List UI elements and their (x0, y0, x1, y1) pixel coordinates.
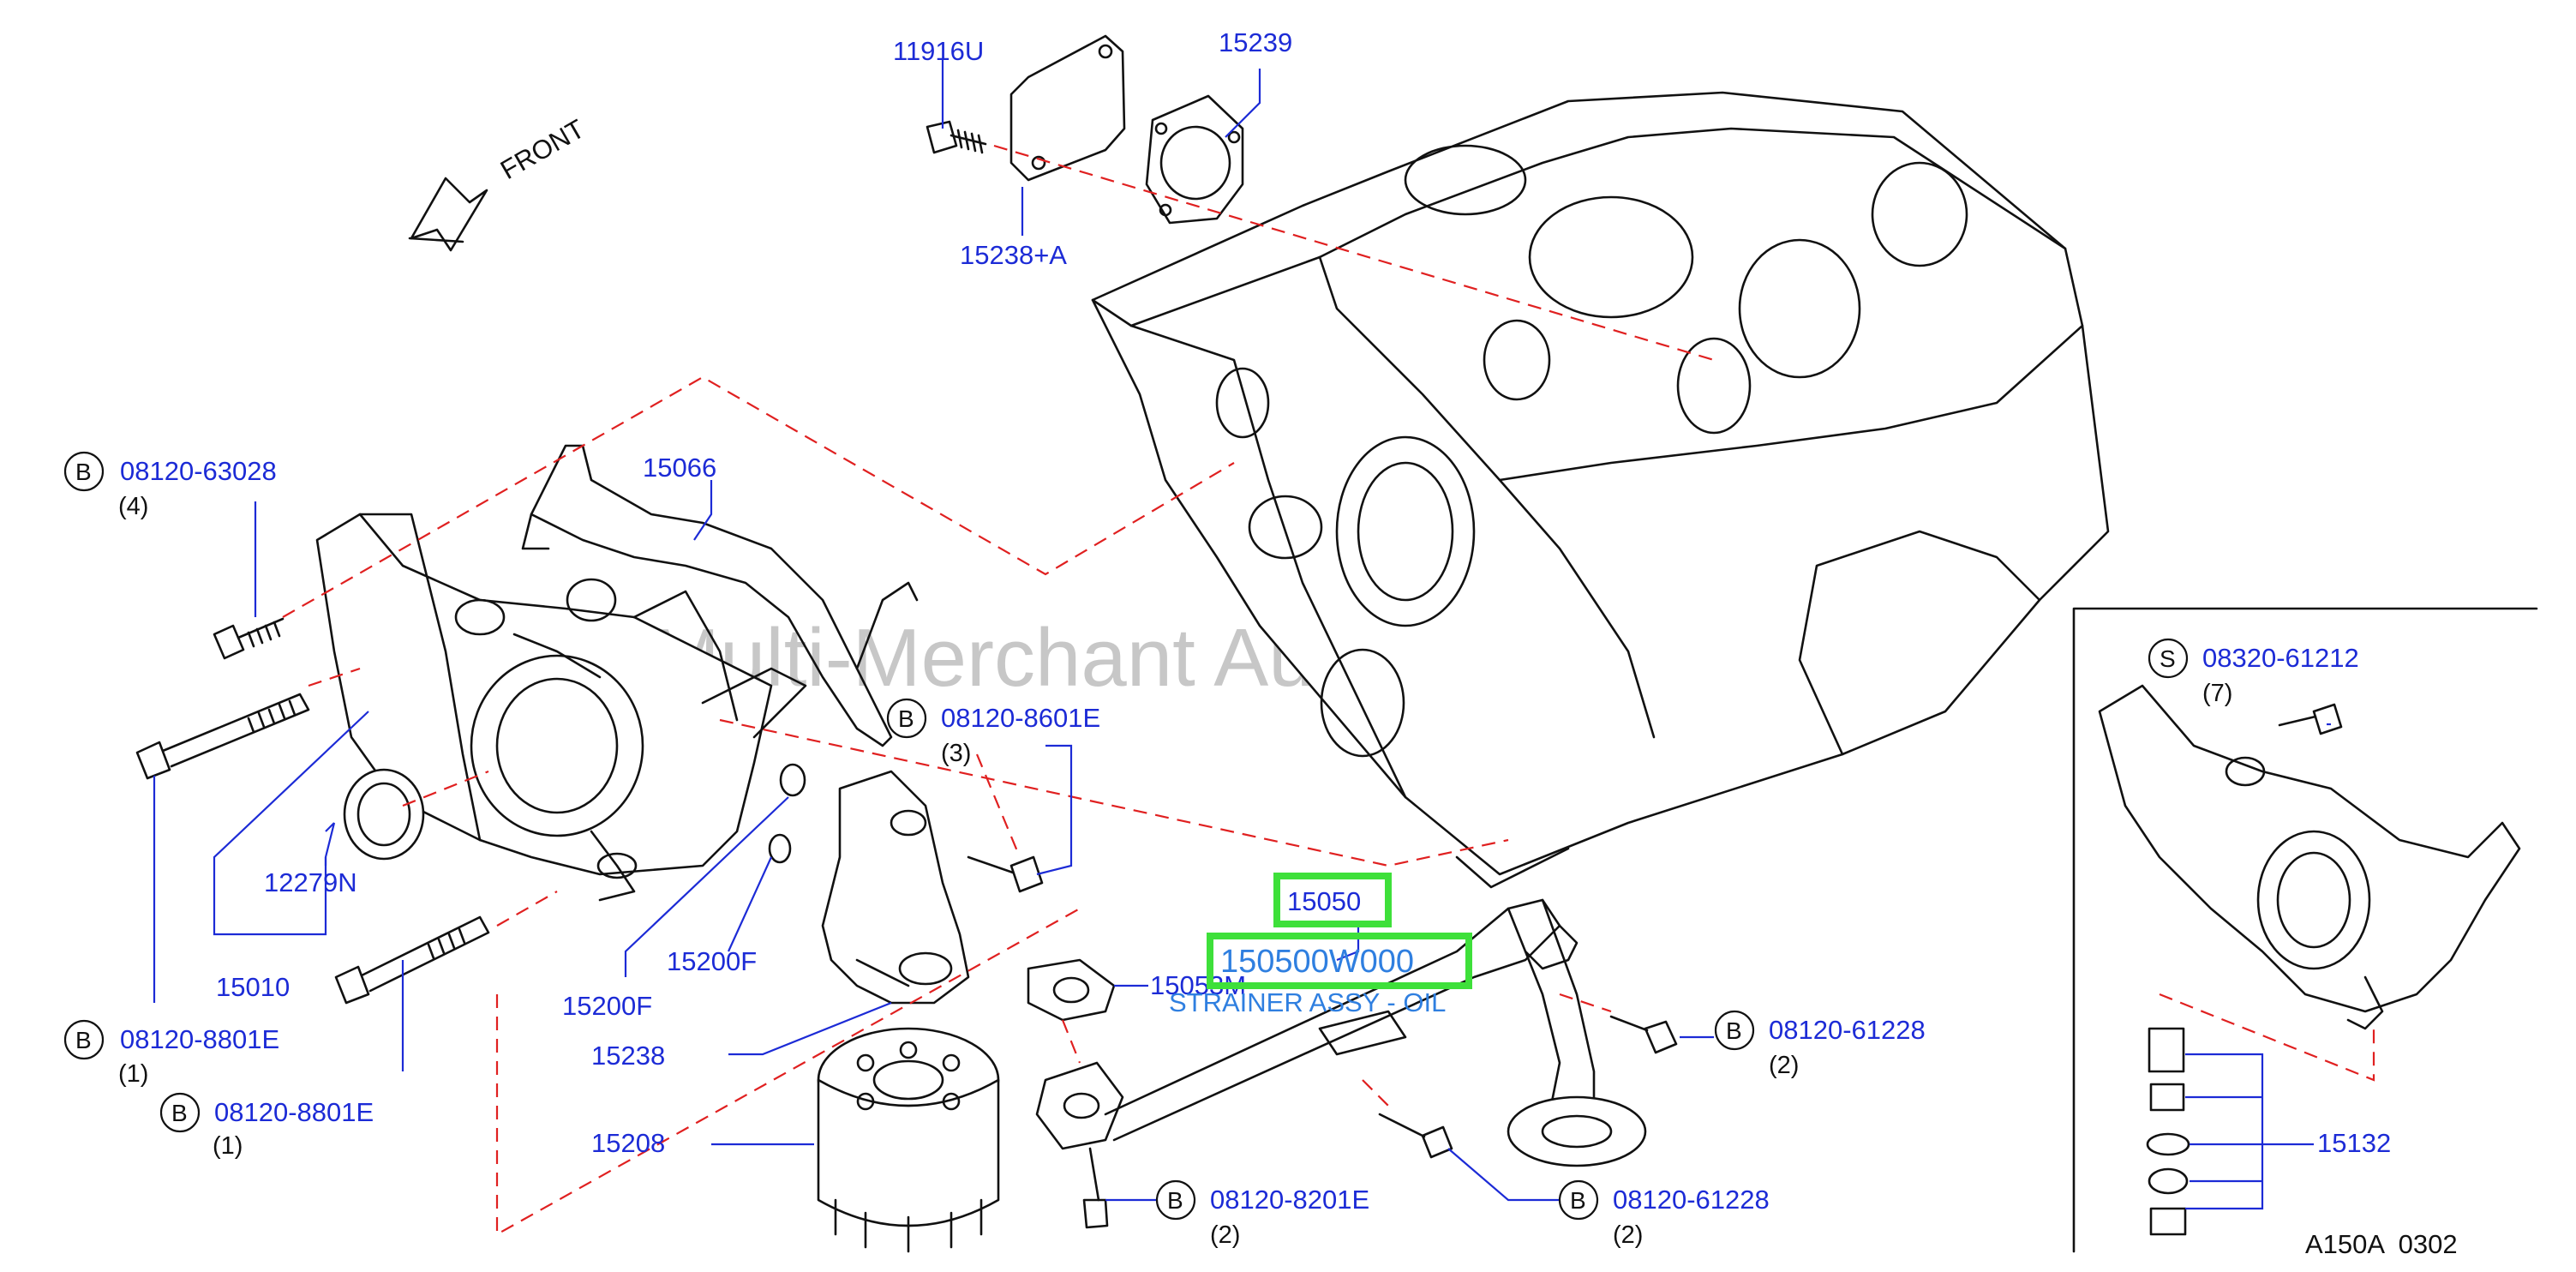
svg-text:S: S (2160, 645, 2176, 672)
callout-b3-qty: (1) (118, 1060, 148, 1088)
bolt-08120-61228-upper (1609, 1015, 1678, 1054)
highlight-description: STRAINER ASSY - OIL (1169, 987, 1446, 1017)
bolt-08120-8601e (967, 855, 1044, 893)
callout-b1-qty: (4) (118, 493, 148, 520)
bolt-08120-8801e-short (334, 915, 490, 1005)
diagram-code: A150A 0302 (2305, 1229, 2458, 1259)
callout-b3-part[interactable]: 08120-8801E (120, 1024, 279, 1054)
label-15200f-b[interactable]: 15200F (562, 991, 652, 1021)
bolt-11916u (926, 120, 987, 154)
engine-block (1091, 91, 2110, 889)
circle-b-icon (159, 1092, 201, 1133)
circle-b-icon (886, 698, 927, 739)
callout-s1[interactable]: S 08320-61212 (7) (2148, 638, 2359, 707)
label-12279n[interactable]: 12279N (264, 867, 357, 897)
alignment-lines (282, 144, 2375, 1236)
svg-text:B: B (171, 1100, 188, 1126)
highlight-part-number[interactable]: 15050 (1287, 886, 1361, 916)
label-15066[interactable]: 15066 (643, 453, 716, 483)
callout-b7-part[interactable]: 08120-61228 (1613, 1185, 1770, 1215)
svg-text:B: B (1726, 1017, 1742, 1044)
gasket-15053m (1027, 958, 1116, 1022)
inset-bolt-08320-61212 (2278, 703, 2343, 735)
callout-b6-part[interactable]: 08120-8201E (1210, 1185, 1369, 1215)
circle-b-icon (63, 1019, 105, 1060)
callout-b5-part[interactable]: 08120-61228 (1769, 1015, 1926, 1045)
svg-text:B: B (75, 459, 92, 485)
svg-text:B: B (75, 1027, 92, 1053)
circle-b-icon (1714, 1010, 1755, 1051)
callout-b6[interactable]: B 08120-8201E (2) (1155, 1179, 1369, 1249)
bolt-08120-63028 (213, 617, 285, 660)
inset-panel (2072, 607, 2538, 1253)
relief-valve-parts-15132 (2146, 1027, 2190, 1236)
oil-strainer-15050 (1035, 898, 1647, 1167)
highlight-box-part (1273, 873, 1392, 927)
highlight-full-part-number[interactable]: 150500W000 (1220, 944, 1414, 980)
label-11916u[interactable]: 11916U (893, 36, 984, 66)
circle-b-icon (1155, 1179, 1196, 1221)
callout-b6-qty: (2) (1210, 1221, 1240, 1249)
front-label: FRONT (495, 113, 590, 185)
label-15200f-a[interactable]: 15200F (667, 946, 757, 976)
bolt-08120-8201e (1082, 1147, 1109, 1229)
label-15238[interactable]: 15238 (591, 1041, 665, 1071)
svg-text:B: B (898, 705, 914, 732)
callout-b4[interactable]: B 08120-8801E (1) (159, 1092, 374, 1160)
callout-b1[interactable]: B 08120-63028 (4) (63, 451, 277, 520)
circle-s-icon (2148, 638, 2189, 679)
callout-b4-qty: (1) (213, 1132, 243, 1160)
svg-text:B: B (1570, 1187, 1586, 1214)
callout-b2-part[interactable]: 08120-8601E (941, 703, 1100, 733)
label-15010[interactable]: 15010 (216, 972, 290, 1002)
label-15132[interactable]: 15132 (2317, 1128, 2391, 1158)
filter-bracket-15238 (821, 770, 970, 1005)
part-labels: 11916U 15239 15238+A 15066 12279N 15010 … (216, 27, 2391, 1158)
front-arrow-icon (408, 177, 488, 252)
callout-b2-qty: (3) (941, 740, 971, 767)
gasket-15238a (1009, 34, 1126, 182)
highlighted-part[interactable]: 15050 150500W000 STRAINER ASSY - OIL (1169, 873, 1472, 1017)
circle-b-icon (63, 451, 105, 492)
oil-pump-front-cover (315, 513, 807, 902)
leader-lines (153, 60, 2331, 1210)
bolt-08120-8801e-long (135, 693, 310, 780)
bolt-08120-61228-lower (1378, 1113, 1453, 1159)
callout-b5[interactable]: B 08120-61228 (2) (1714, 1010, 1926, 1079)
o-ring-15200f (768, 763, 806, 864)
callout-b1-part[interactable]: 08120-63028 (120, 456, 277, 486)
callout-b3[interactable]: B 08120-8801E (1) (63, 1019, 279, 1088)
callout-b5-qty: (2) (1769, 1052, 1799, 1079)
inset-oil-pump (2098, 684, 2521, 1030)
label-15208[interactable]: 15208 (591, 1128, 665, 1158)
circle-b-icon (1558, 1179, 1599, 1221)
gasket-15239 (1145, 94, 1244, 225)
callout-b7[interactable]: B 08120-61228 (2) (1558, 1179, 1770, 1249)
callout-s1-qty: (7) (2202, 680, 2232, 707)
seal-12279n (343, 768, 425, 861)
callout-b7-qty: (2) (1613, 1221, 1643, 1249)
label-15238a[interactable]: 15238+A (960, 240, 1067, 270)
callout-b2[interactable]: B 08120-8601E (3) (886, 698, 1100, 767)
callout-b4-part[interactable]: 08120-8801E (214, 1097, 374, 1127)
label-15239[interactable]: 15239 (1219, 27, 1292, 57)
oil-filter-15208 (817, 1027, 1000, 1253)
svg-text:B: B (1167, 1187, 1183, 1214)
callout-s1-part[interactable]: 08320-61212 (2202, 643, 2359, 673)
gasket-15066 (521, 444, 919, 747)
highlight-box-full (1207, 933, 1472, 989)
